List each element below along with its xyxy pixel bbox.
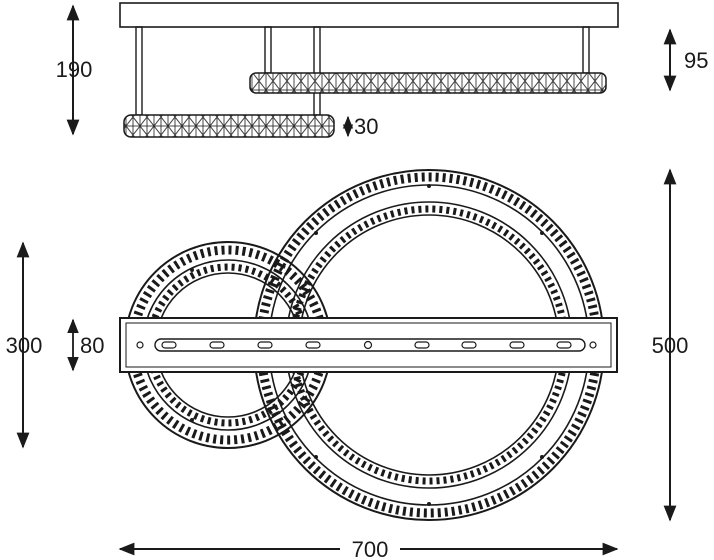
dimension-label-30: 30: [354, 114, 378, 139]
upper-ring-side: [249, 72, 607, 94]
dimension-label-300: 300: [6, 333, 43, 358]
dimension-label-190: 190: [56, 57, 93, 82]
top-view: 300 80 500 700: [6, 168, 689, 560]
mounting-bar: [119, 317, 618, 373]
suspension-rods: [135, 26, 590, 116]
dimension-label-700: 700: [352, 537, 389, 560]
dimension-label-95: 95: [684, 48, 708, 73]
side-view: 190 95 30: [56, 2, 708, 139]
lower-ring-side: [123, 114, 335, 138]
dimension-label-500: 500: [652, 333, 689, 358]
dimension-label-80: 80: [80, 333, 104, 358]
ceiling-canopy: [119, 2, 619, 28]
